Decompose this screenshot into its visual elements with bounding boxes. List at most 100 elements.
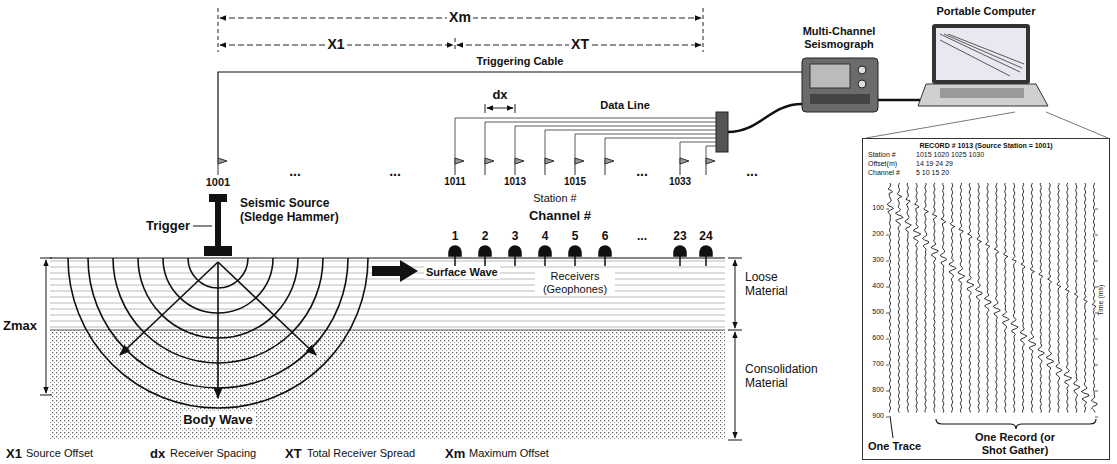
dimension-label: Zmax	[3, 318, 37, 334]
seismic-trace	[905, 183, 911, 413]
legend-text: Total Receiver Spread	[307, 447, 415, 460]
seismic-trace	[1020, 183, 1027, 413]
record-inset: RECORD # 1013 (Source Station = 1001)	[862, 138, 1110, 460]
ground	[50, 258, 725, 440]
time-tick-label: 900	[872, 412, 884, 420]
axis-title: Channel #	[529, 208, 591, 224]
sledge-hammer	[193, 194, 232, 256]
station-number: 1015	[564, 176, 586, 188]
seismic-trace	[1064, 183, 1072, 413]
zoom-lines	[866, 112, 1108, 138]
time-tick-label: 700	[872, 360, 884, 368]
seismic-trace	[931, 183, 938, 413]
node-text: RECORD # 1013 (Source Station = 1001)	[866, 142, 1106, 150]
seismic-trace	[949, 183, 956, 413]
surface-wave-arrow	[372, 260, 418, 282]
seismic-traces	[887, 183, 1097, 413]
legend-symbol: X1	[6, 446, 22, 462]
seismic-trace	[1028, 183, 1035, 413]
node-text: Portable Computer	[923, 5, 1049, 18]
station-number: 1001	[206, 176, 230, 189]
dimension-label: Xm	[447, 9, 473, 26]
channel-number: 4	[542, 229, 549, 243]
callout-label: One Record (or Shot Gather)	[965, 431, 1065, 457]
data-line	[455, 118, 716, 158]
dimension-label: XT	[569, 36, 591, 53]
channel-number: 23	[673, 229, 686, 243]
seismograph-device	[802, 58, 892, 112]
seismograph-unit: Multi-Channel Seismograph	[786, 22, 892, 120]
laptop-computer: Portable Computer	[920, 2, 1052, 112]
layer-label: Consolidation Material	[745, 362, 835, 391]
seismic-trace	[958, 183, 965, 413]
data-cable	[728, 104, 802, 132]
axis-title: Station #	[533, 192, 576, 205]
part-label: Receivers (Geophones)	[535, 270, 615, 296]
ellipsis: ...	[389, 163, 401, 180]
header-values: 1015 1020 1025 1030	[916, 151, 984, 159]
seismic-trace	[1056, 183, 1062, 413]
ellipsis: ...	[289, 163, 301, 180]
seismic-trace	[1074, 183, 1080, 413]
trigger-cable	[218, 72, 802, 158]
wavefronts	[68, 258, 368, 408]
callout-label: One Trace	[868, 440, 921, 453]
channel-number: 3	[512, 229, 519, 243]
dimension-label: X1	[325, 36, 346, 53]
depth-brackets	[40, 258, 742, 440]
channel-number: ...	[637, 229, 647, 243]
body-wave-arrows	[120, 262, 316, 398]
ellipsis: ...	[636, 163, 648, 180]
channel-number: 2	[482, 229, 489, 243]
seismic-trace	[922, 183, 928, 413]
geophones	[449, 246, 712, 266]
time-tick-label: 600	[872, 334, 884, 342]
seismic-trace	[975, 183, 982, 413]
time-tick-label: 800	[872, 386, 884, 394]
seismic-trace	[887, 183, 893, 413]
header-values: 14 19 24 29	[916, 160, 953, 168]
station-number: 1011	[444, 176, 466, 188]
cable-label: Triggering Cable	[477, 55, 564, 68]
axis-title: Time (ms)	[1098, 284, 1106, 315]
part-label: Trigger	[146, 218, 190, 234]
seismic-trace	[914, 183, 921, 413]
seismic-trace	[967, 183, 974, 413]
legend-symbol: XT	[285, 446, 302, 462]
seismic-trace	[896, 183, 904, 413]
legend-symbol: Xm	[445, 446, 465, 462]
channel-number: 6	[602, 229, 609, 243]
station-number: 1033	[669, 176, 691, 188]
dimension-lines	[218, 8, 703, 113]
seismic-trace	[1046, 183, 1053, 413]
time-ticks	[886, 209, 1098, 417]
legend-text: Receiver Spacing	[170, 447, 256, 460]
seismic-trace	[1038, 183, 1044, 413]
header-values: 5 10 15 20	[916, 169, 949, 177]
channel-number: 1	[452, 229, 459, 243]
leader-line	[890, 416, 893, 438]
time-tick-label: 500	[872, 308, 884, 316]
seismic-trace	[940, 183, 947, 413]
seismic-trace	[1091, 183, 1097, 413]
legend-text: Source Offset	[26, 447, 93, 460]
time-tick-label: 400	[872, 282, 884, 290]
header-label: Channel #	[868, 169, 900, 177]
legend-symbol: dx	[150, 446, 165, 462]
time-tick-label: 100	[872, 204, 884, 212]
cable-line	[892, 99, 920, 102]
channel-number: 5	[572, 229, 579, 243]
header-label: Station #	[868, 151, 896, 159]
cable-label: Data Line	[600, 99, 650, 112]
record-bracket	[936, 419, 1096, 429]
part-label: Seismic Source (Sledge Hammer)	[240, 196, 352, 225]
seismic-trace	[1011, 183, 1018, 413]
dimension-label: dx	[492, 87, 507, 103]
legend-text: Maximum Offset	[469, 447, 549, 460]
node-text: Multi-Channel Seismograph	[789, 25, 889, 51]
seismic-trace	[984, 183, 991, 413]
seismic-trace	[1002, 183, 1009, 413]
station-number: 1013	[504, 176, 526, 188]
header-label: Offset(m)	[868, 160, 897, 168]
channel-number: 24	[699, 229, 712, 243]
